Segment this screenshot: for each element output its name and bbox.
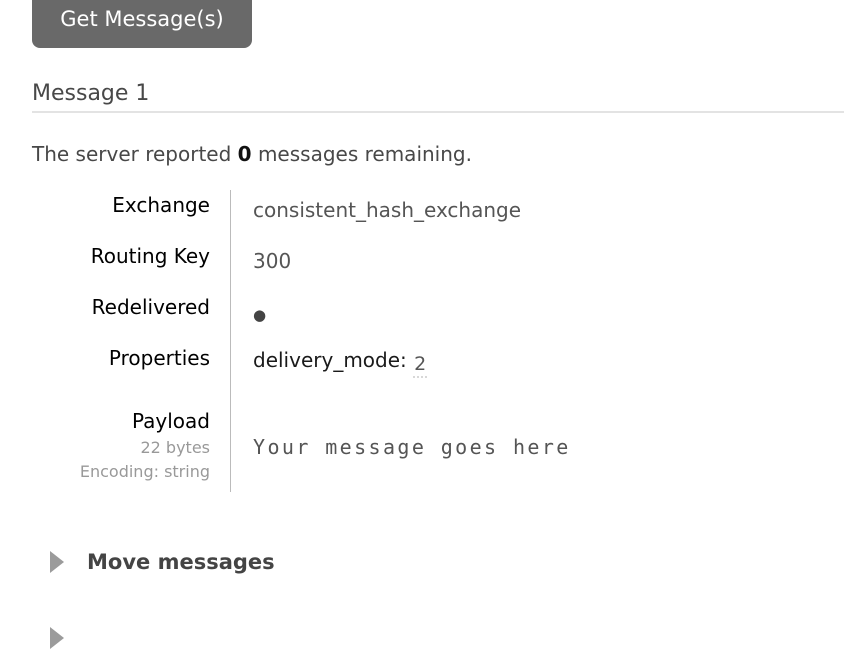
redelivered-label: Redelivered [91,295,210,319]
redelivered-row: Redelivered ● [32,292,650,343]
property-value: 2 [413,353,428,378]
property-key: delivery_mode: [253,348,414,372]
exchange-value: consistent_hash_exchange [230,190,650,241]
payload-value: Your message goes here [253,435,571,459]
message-facts-table: Exchange consistent_hash_exchange Routin… [32,190,650,492]
routing-key-label: Routing Key [90,244,210,268]
exchange-row: Exchange consistent_hash_exchange [32,190,650,241]
get-messages-button[interactable]: Get Message(s) [32,0,252,48]
messages-remaining-count: 0 [237,142,252,166]
payload-row: Payload 22 bytes Encoding: string Your m… [32,406,650,492]
server-note-suffix: messages remaining. [251,142,472,166]
routing-key-row: Routing Key 300 [32,241,650,292]
properties-label: Properties [108,346,210,370]
server-note: The server reported 0 messages remaining… [32,142,472,166]
server-note-prefix: The server reported [32,142,238,166]
disclosure-triangle-icon[interactable] [50,551,64,573]
move-messages-section-toggle[interactable]: Move messages [50,550,275,574]
disclosure-triangle-icon[interactable] [50,627,64,649]
payload-label: Payload [132,409,210,433]
payload-encoding: Encoding: string [79,462,210,481]
next-section-toggle[interactable] [50,627,64,649]
exchange-label: Exchange [112,193,210,217]
move-messages-label: Move messages [87,550,275,574]
payload-size: 22 bytes [140,438,210,457]
message-title: Message 1 [32,81,150,106]
routing-key-value: 300 [230,241,650,292]
title-divider [32,111,844,113]
properties-row: Properties delivery_mode: 2 [32,343,650,406]
redelivered-dot-icon: ● [253,306,267,324]
